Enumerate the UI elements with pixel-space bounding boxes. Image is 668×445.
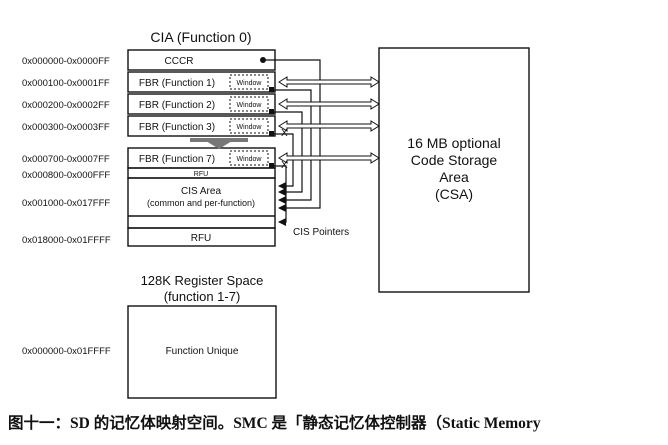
rfu-cell-bottom: [127, 227, 276, 247]
function-unique-label: Function Unique: [166, 346, 239, 357]
fbr7-label: FBR (Function 7): [139, 154, 215, 165]
cia-block: [127, 49, 276, 247]
register-space-subtitle: (function 1-7): [164, 289, 241, 304]
sd-memory-map-diagram: CIA (Function 0) CCCR FBR (Function 1) F…: [22, 29, 530, 399]
address-cis: 0x001000-0x017FFF: [22, 198, 110, 209]
csa-line-4: (CSA): [435, 186, 473, 202]
csa-line-3: Area: [439, 169, 469, 185]
address-fbr7: 0x000700-0x0007FF: [22, 154, 110, 165]
csa-line-2: Code Storage: [411, 152, 498, 168]
address-rfu: 0x000800-0x000FFF: [22, 170, 110, 181]
cis-area-sublabel: (common and per-function): [147, 198, 255, 208]
cis-area-label: CIS Area: [181, 186, 221, 197]
csa-line-1: 16 MB optional: [407, 135, 500, 151]
window-tag-1: Window: [237, 80, 263, 87]
address-fbr1: 0x000100-0x0001FF: [22, 78, 110, 89]
fbr3-cell: [127, 115, 276, 137]
window-tag-7: Window: [237, 156, 263, 163]
address-rfu-bottom: 0x018000-0x01FFFF: [22, 235, 111, 246]
fbr2-cell: [127, 93, 276, 115]
cccr-label: CCCR: [165, 56, 194, 67]
cccr-cell: [127, 49, 276, 71]
figure-caption: 图十一：SD 的记忆体映射空间。SMC 是「静态记忆体控制器（Static Me…: [8, 415, 541, 432]
address-fbr3: 0x000300-0x0003FF: [22, 122, 110, 133]
register-space-title: 128K Register Space: [141, 273, 264, 288]
rfu-label: RFU: [194, 171, 208, 178]
cia-title: CIA (Function 0): [150, 29, 251, 45]
fbr2-label: FBR (Function 2): [139, 100, 215, 111]
window-tag-2: Window: [237, 102, 263, 109]
address-fbr2: 0x000200-0x0002FF: [22, 100, 110, 111]
continuation-arrow: [190, 138, 248, 149]
fbr3-label: FBR (Function 3): [139, 122, 215, 133]
function-unique-block: [127, 305, 277, 399]
cis-pointers-label: CIS Pointers: [293, 227, 349, 238]
address-cccr: 0x000000-0x0000FF: [22, 56, 110, 67]
rfu-label-bottom: RFU: [191, 233, 212, 244]
register-space-address: 0x000000-0x01FFFF: [22, 346, 111, 357]
break-mark-1: X: [281, 128, 288, 139]
window-tags: [229, 74, 269, 166]
break-mark-2: X: [281, 160, 288, 171]
window-tag-3: Window: [237, 124, 263, 131]
fbr1-label: FBR (Function 1): [139, 78, 215, 89]
fbr1-cell: [127, 71, 276, 93]
csa-block: [378, 47, 530, 293]
pointer-dots: [260, 57, 274, 168]
